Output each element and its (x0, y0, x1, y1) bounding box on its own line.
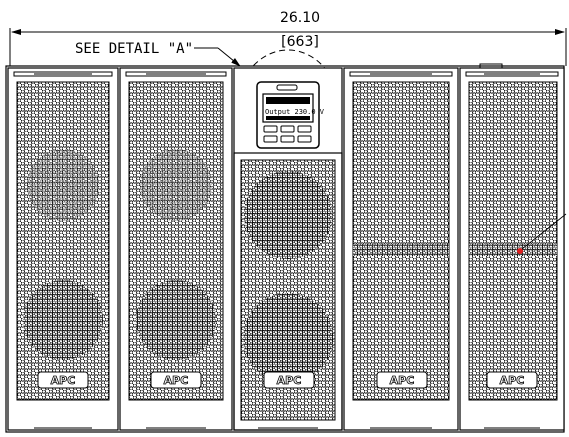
overall-width-dimension: 26.10 [663] (9, 10, 567, 66)
module-3-logo-plate (263, 371, 315, 389)
module-1-logo: APC (51, 374, 76, 387)
module-3: Output 230.0 V APC (233, 67, 343, 431)
leader-line (521, 213, 567, 250)
module-2-logo-plate (150, 371, 202, 389)
module-3-logo: APC (277, 374, 302, 387)
module-4-vent-band (353, 244, 449, 256)
detail-callout-label: SEE DETAIL "A" (75, 41, 193, 57)
module-1: APC (7, 67, 119, 431)
module-5-vent-band (469, 244, 557, 256)
module-5-grille (468, 81, 558, 401)
module-4-logo: APC (390, 374, 415, 387)
module-1-fan-lower (23, 280, 103, 360)
module-2-fan-lower (136, 280, 216, 360)
module-5-logo: APC (500, 374, 525, 387)
keypad-buttons (263, 125, 312, 143)
module-5-logo-plate (486, 371, 538, 389)
module-5: APC (459, 63, 567, 431)
red-marker-dot (517, 248, 523, 254)
module-4: APC (343, 67, 459, 431)
module-4-grille (352, 81, 450, 401)
dimension-inches: 26.10 (280, 10, 320, 26)
module-3-fan-upper (244, 171, 332, 259)
module-2-logo: APC (164, 374, 189, 387)
module-2-fan-upper (140, 149, 212, 221)
module-3-fan-lower (243, 293, 333, 383)
lcd-output-text: Output 230.0 V (265, 108, 325, 116)
module-1-fan-upper (27, 149, 99, 221)
module-2: APC (119, 67, 233, 431)
dimension-millimeters: [663] (281, 34, 319, 50)
module-4-logo-plate (376, 371, 428, 389)
module-1-logo-plate (37, 371, 89, 389)
